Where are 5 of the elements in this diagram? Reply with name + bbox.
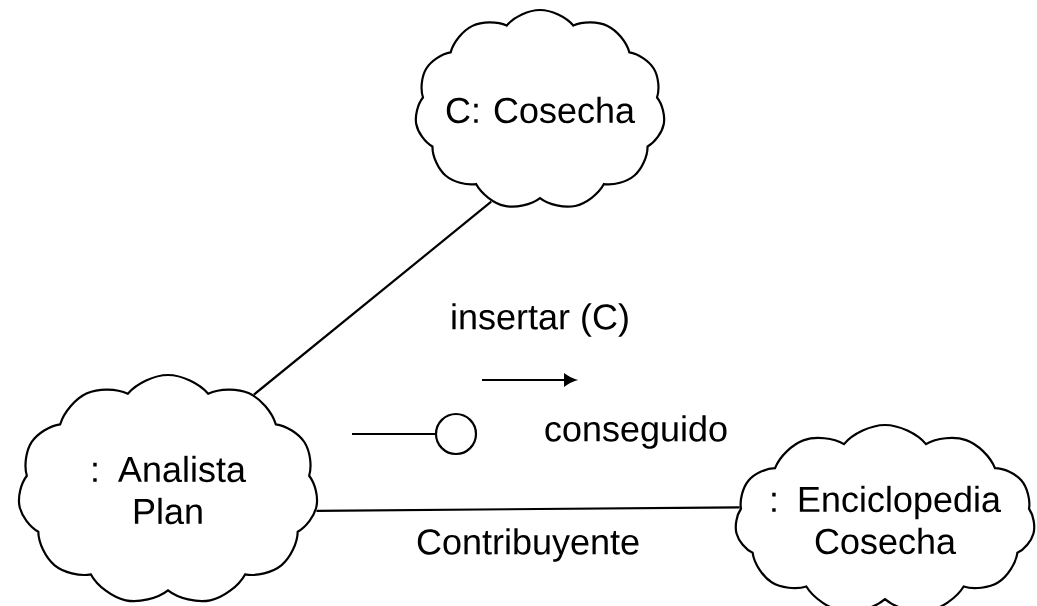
message-label: conseguido bbox=[545, 415, 727, 449]
connector-line bbox=[253, 200, 492, 396]
message-label: insertar (C) bbox=[452, 303, 628, 337]
connector-line bbox=[316, 506, 740, 512]
edge-label: Contribuyente bbox=[417, 528, 639, 562]
